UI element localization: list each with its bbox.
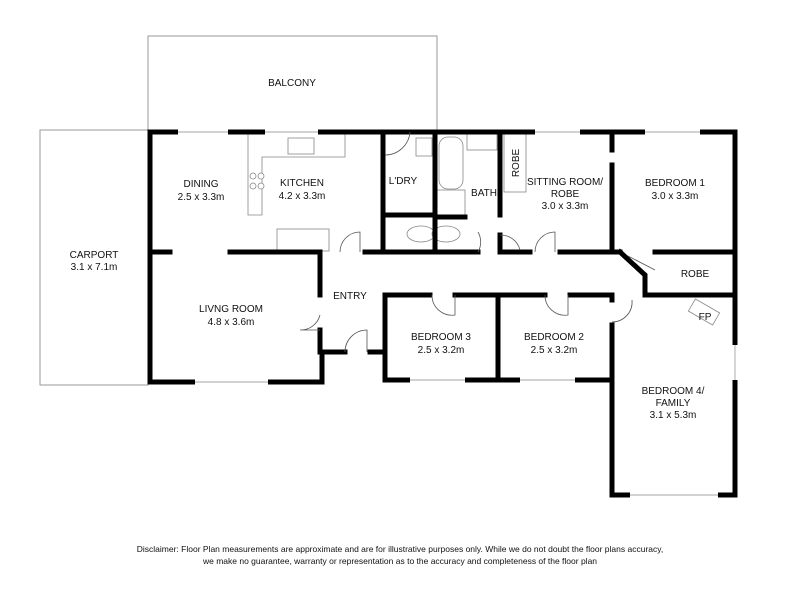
label-laundry: L'DRY (389, 176, 418, 187)
label-bedroom-4-2: FAMILY (656, 398, 691, 409)
label-sitting-room-2: ROBE (551, 189, 580, 200)
label-bedroom-1: BEDROOM 1 (645, 178, 705, 189)
disclaimer-line-2: we make no guarantee, warranty or repres… (202, 556, 598, 566)
label-sitting-room: SITTING ROOM/ (527, 177, 603, 188)
label-carport: CARPORT (70, 250, 119, 261)
size-bedroom-4: 3.1 x 5.3m (650, 410, 697, 421)
balcony-outline (147, 35, 438, 130)
disclaimer: Disclaimer: Floor Plan measurements are … (0, 543, 800, 567)
windows (178, 129, 738, 498)
size-bedroom-1: 3.0 x 3.3m (652, 191, 699, 202)
size-carport: 3.1 x 7.1m (71, 262, 118, 273)
disclaimer-line-1: Disclaimer: Floor Plan measurements are … (136, 544, 664, 554)
label-fireplace: FP (699, 312, 712, 323)
fixtures (247, 133, 721, 326)
label-robe: ROBE (681, 269, 710, 280)
label-bedroom-2: BEDROOM 2 (524, 332, 584, 343)
label-balcony: BALCONY (268, 78, 316, 89)
label-bedroom-4: BEDROOM 4/ (642, 386, 705, 397)
label-living-room: LIVNG ROOM (199, 304, 263, 315)
label-entry: ENTRY (333, 291, 367, 302)
size-sitting-room: 3.0 x 3.3m (542, 201, 589, 212)
doors (299, 131, 656, 353)
fireplace (687, 298, 721, 326)
label-dining: DINING (184, 179, 219, 190)
size-kitchen: 4.2 x 3.3m (279, 191, 326, 202)
label-kitchen: KITCHEN (280, 178, 324, 189)
size-bedroom-3: 2.5 x 3.2m (418, 345, 465, 356)
label-bath: BATH (471, 188, 497, 199)
label-bedroom-3: BEDROOM 3 (411, 332, 471, 343)
label-robe-small: ROBE (511, 149, 522, 178)
size-living-room: 4.8 x 3.6m (208, 317, 255, 328)
room-labels: BALCONY CARPORT 3.1 x 7.1m DINING 2.5 x … (70, 78, 712, 421)
size-bedroom-2: 2.5 x 3.2m (531, 345, 578, 356)
size-dining: 2.5 x 3.3m (178, 192, 225, 203)
